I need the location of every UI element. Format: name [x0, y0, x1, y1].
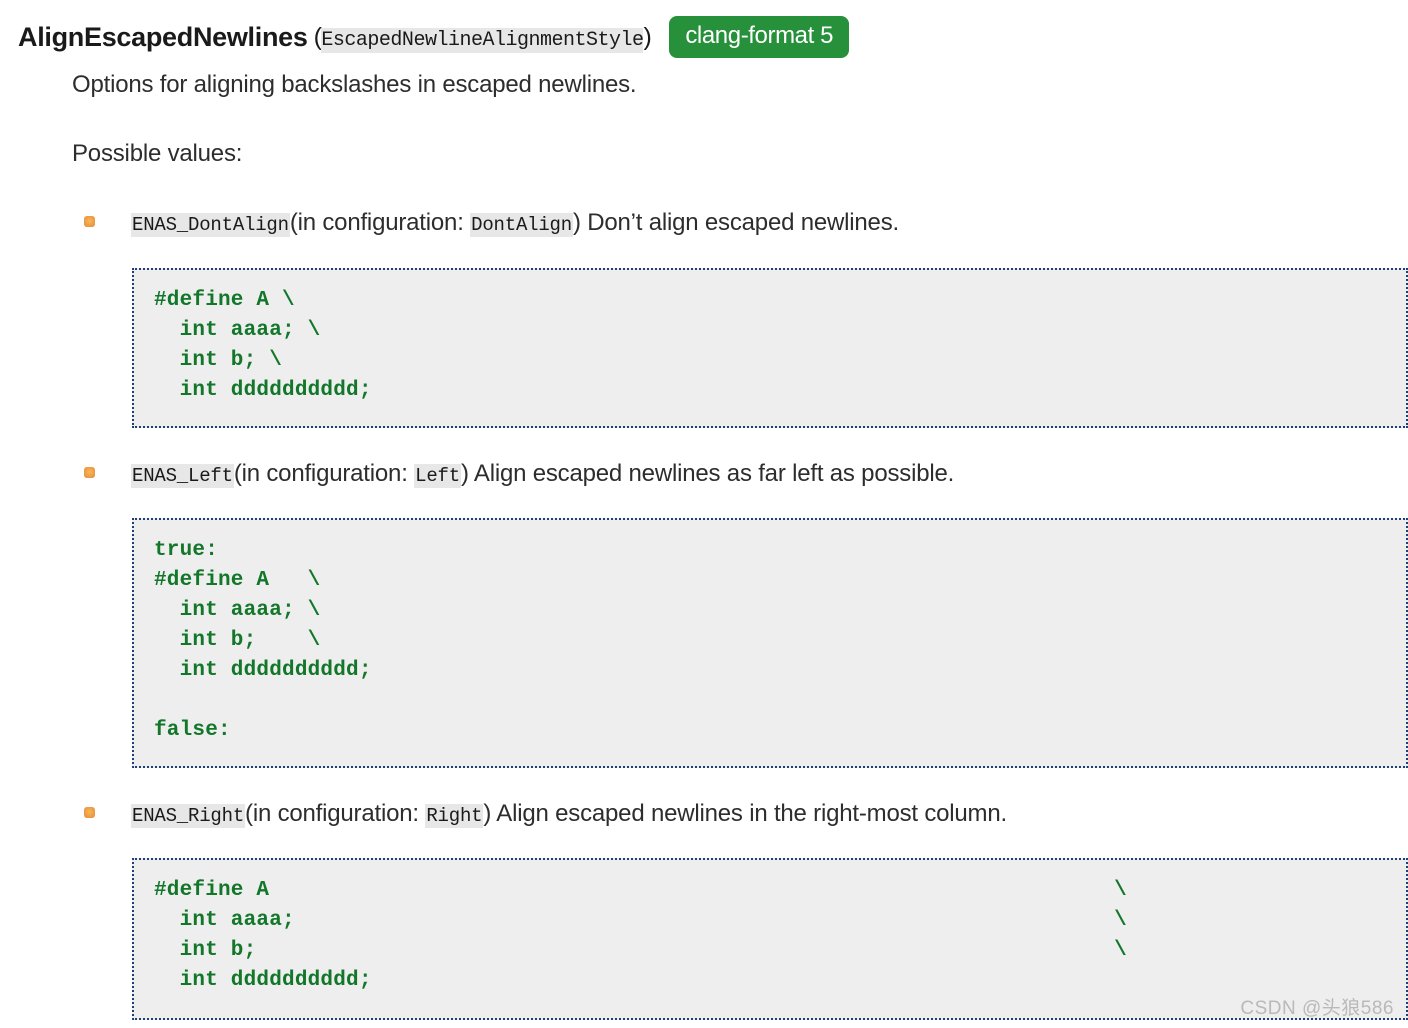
close-paren: ): [643, 22, 652, 51]
value-description: Align escaped newlines in the right-most…: [491, 800, 1007, 827]
code-sample-text: #define A \ int aaaa; \ int b;: [154, 879, 1127, 992]
list-item-label: ENAS_DontAlign(in configuration: DontAli…: [131, 209, 899, 237]
code-sample: true: #define A \ int aaaa; \ int b; \ i…: [132, 518, 1408, 768]
bullet-marker-icon: [84, 216, 95, 227]
list-item-label: ENAS_Right(in configuration: Right) Alig…: [131, 800, 1007, 828]
config-prefix: (in configuration:: [245, 800, 426, 827]
bullet-marker-icon: [84, 467, 95, 478]
option-description: Options for aligning backslashes in esca…: [72, 71, 637, 98]
status-badge: clang-format 5: [669, 16, 850, 58]
list-item: ENAS_Left(in configuration: Left) Align …: [84, 460, 954, 488]
config-name: Left: [414, 464, 461, 488]
enum-name: ENAS_DontAlign: [131, 213, 290, 237]
config-prefix: (in configuration:: [233, 460, 415, 487]
watermark: CSDN @头狼586: [1240, 998, 1394, 1019]
list-item: ENAS_DontAlign(in configuration: DontAli…: [84, 209, 899, 237]
code-sample: #define A \ int aaaa; \ int b;: [132, 858, 1408, 1020]
enum-name: ENAS_Right: [131, 804, 246, 828]
page-title: AlignEscapedNewlines (EscapedNewlineAlig…: [18, 16, 850, 58]
code-sample-text: #define A \ int aaaa; \ int b; \ int ddd…: [154, 289, 372, 402]
config-prefix: (in configuration:: [289, 209, 471, 236]
config-suffix: ): [483, 800, 492, 827]
value-description: Don’t align escaped newlines.: [580, 209, 899, 236]
open-paren: (: [313, 22, 322, 51]
enum-name: ENAS_Left: [131, 464, 234, 488]
value-description: Align escaped newlines as far left as po…: [468, 460, 955, 487]
config-name: DontAlign: [470, 213, 573, 237]
option-type: (EscapedNewlineAlignmentStyle): [313, 22, 652, 53]
config-name: Right: [425, 804, 484, 828]
possible-values-label: Possible values:: [72, 140, 243, 167]
config-suffix: ): [460, 460, 469, 487]
code-sample: #define A \ int aaaa; \ int b; \ int ddd…: [132, 268, 1408, 428]
code-sample-text: true: #define A \ int aaaa; \ int b; \ i…: [154, 539, 372, 742]
bullet-marker-icon: [84, 807, 95, 818]
type-name: EscapedNewlineAlignmentStyle: [321, 27, 644, 53]
list-item-label: ENAS_Left(in configuration: Left) Align …: [131, 460, 954, 488]
config-suffix: ): [572, 209, 581, 236]
option-name: AlignEscapedNewlines: [18, 21, 308, 52]
list-item: ENAS_Right(in configuration: Right) Alig…: [84, 800, 1007, 828]
